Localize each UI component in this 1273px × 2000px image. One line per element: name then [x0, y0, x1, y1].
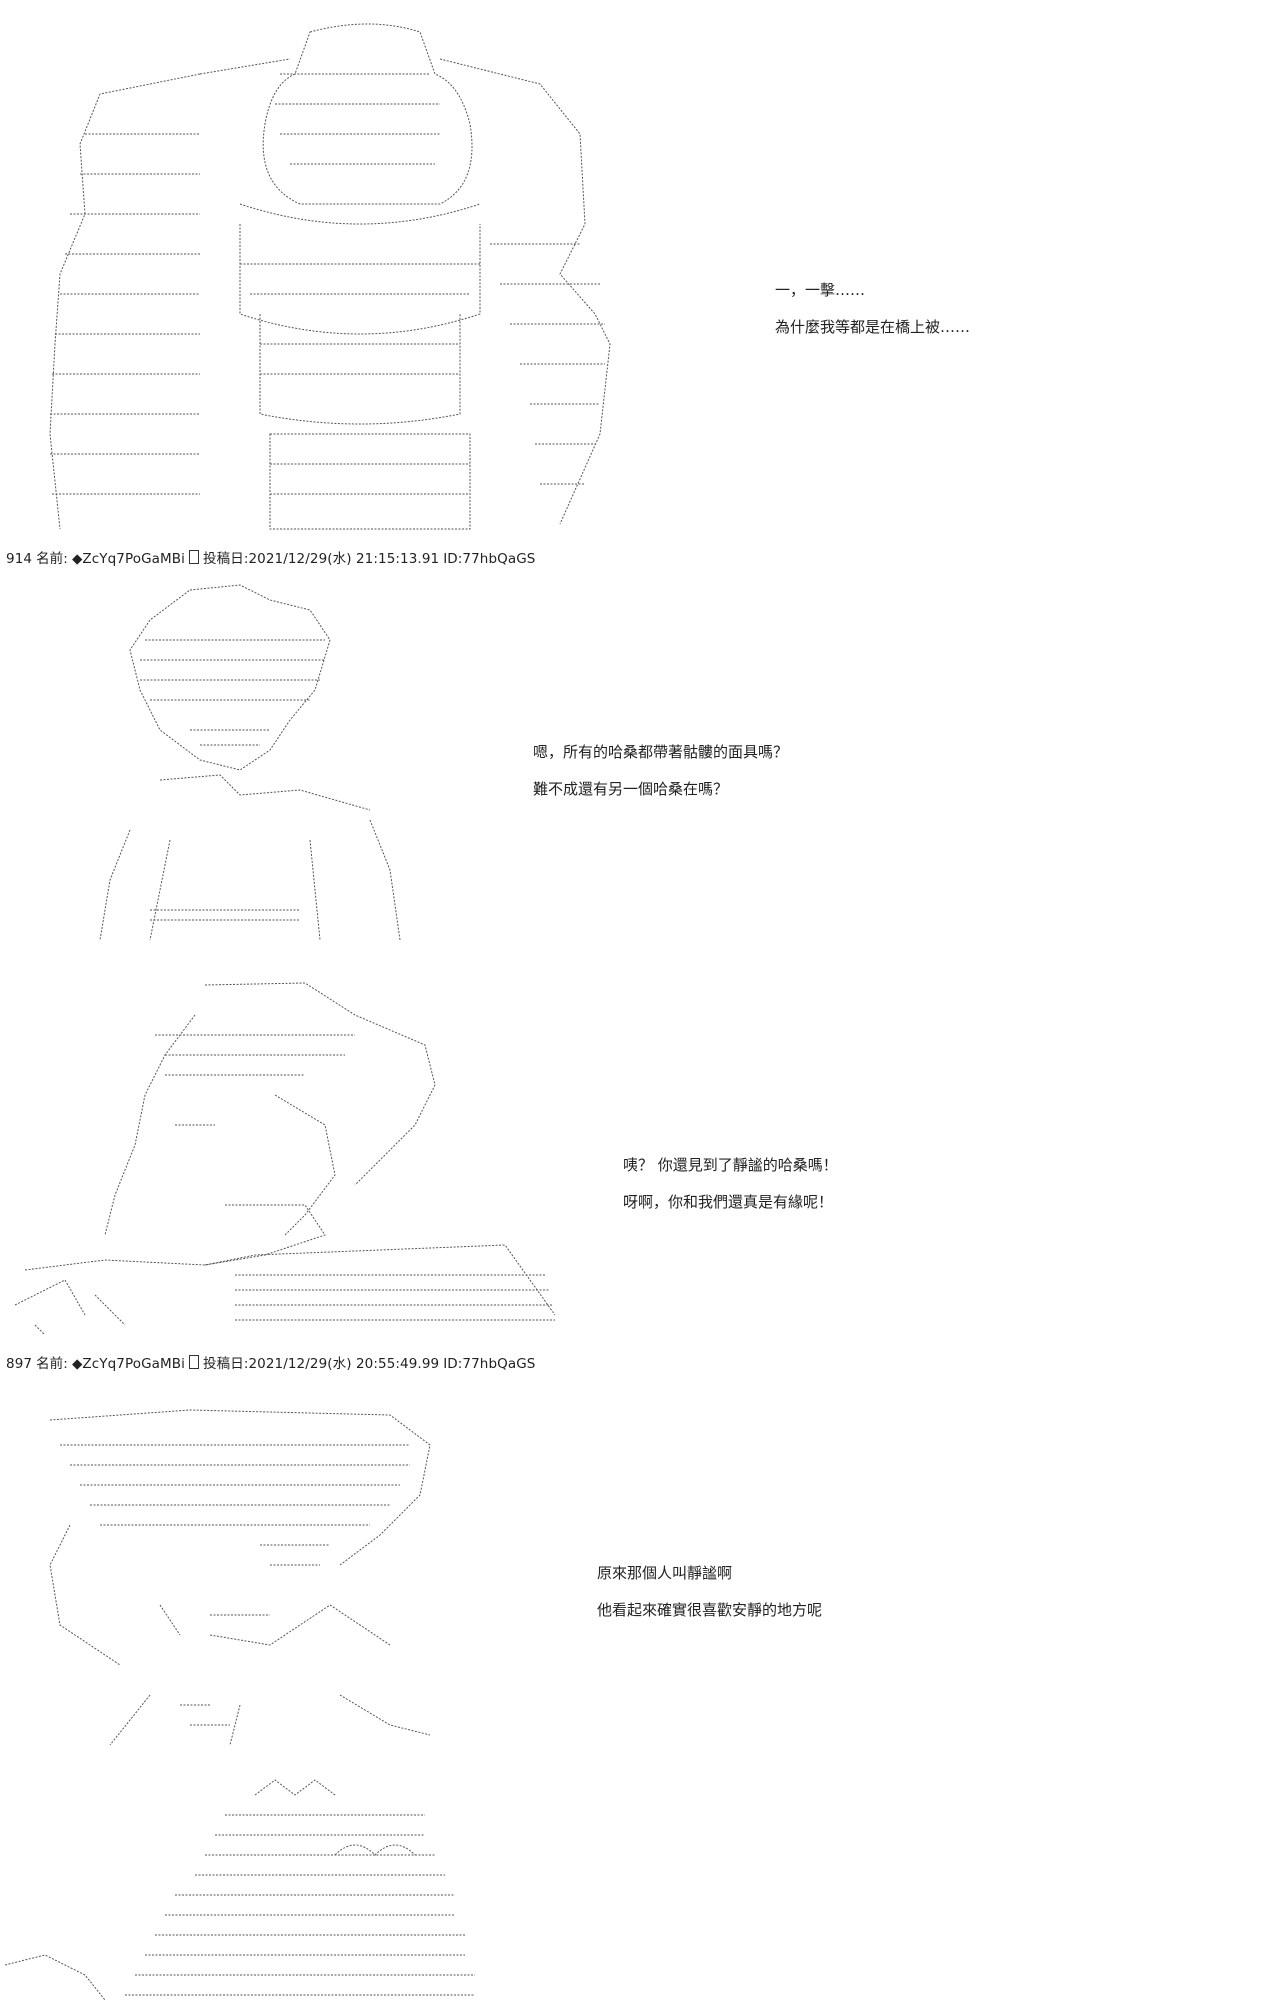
post-tripcode: ◆ZcYq7PoGaMBi: [71, 551, 186, 567]
post-user-id: ID:77hbQaGS: [443, 1356, 536, 1372]
dialogue-line: 為什麼我等都是在橋上被……: [775, 318, 971, 336]
post-date: 投稿日:2021/12/29(水) 21:15:13.91: [203, 551, 440, 567]
post-tripcode: ◆ZcYq7PoGaMBi: [71, 1356, 186, 1372]
dialogue-line: 嗯，所有的哈桑都帶著骷髏的面具嗎？: [533, 743, 789, 761]
post-date: 投稿日:2021/12/29(水) 20:55:49.99: [203, 1356, 440, 1372]
post-name-label: 名前:: [36, 1356, 68, 1372]
post-user-id: ID:77hbQaGS: [443, 551, 536, 567]
dialogue-line: 呀啊，你和我們還真是有緣呢！: [623, 1193, 834, 1211]
panel-1: 一，一擊…… 為什麼我等都是在橋上被……: [0, 0, 1273, 540]
missing-glyph-icon: [189, 1355, 200, 1369]
dialogue-1: 一，一擊…… 為什麼我等都是在橋上被……: [775, 280, 970, 354]
dialogue-line: 一，一擊……: [775, 281, 866, 299]
ascii-art-hooded-figure: [5, 975, 565, 1335]
ascii-art-short-hair-character: [70, 580, 410, 950]
ascii-art-muscular-figure: [40, 14, 630, 534]
dialogue-3: 咦？ 你還見到了靜謐的哈桑嗎！ 呀啊，你和我們還真是有緣呢！: [623, 1155, 838, 1229]
post-name-label: 名前:: [36, 551, 68, 567]
dialogue-4: 原來那個人叫靜謐啊 他看起來確實很喜歡安靜的地方呢: [597, 1563, 822, 1637]
dialogue-line: 他看起來確實很喜歡安靜的地方呢: [597, 1601, 823, 1619]
post-number: 914: [6, 551, 33, 567]
dialogue-line: 難不成還有另一個哈桑在嗎？: [533, 780, 729, 798]
dialogue-line: 咦？ 你還見到了靜謐的哈桑嗎！: [623, 1156, 838, 1174]
panel-4: 原來那個人叫靜謐啊 他看起來確實很喜歡安靜的地方呢: [0, 1405, 1273, 1755]
missing-glyph-icon: [189, 550, 200, 564]
panel-3: 咦？ 你還見到了靜謐的哈桑嗎！ 呀啊，你和我們還真是有緣呢！: [0, 975, 1273, 1335]
ascii-art-hooded-character: [10, 1405, 450, 1745]
panel-2: 嗯，所有的哈桑都帶著骷髏的面具嗎？ 難不成還有另一個哈桑在嗎？: [0, 575, 1273, 955]
dialogue-line: 原來那個人叫靜謐啊: [597, 1564, 733, 1582]
ascii-art-crested-figure: [5, 1775, 485, 2000]
post-number: 897: [6, 1356, 33, 1372]
panel-5: [0, 1770, 1273, 2000]
dialogue-2: 嗯，所有的哈桑都帶著骷髏的面具嗎？ 難不成還有另一個哈桑在嗎？: [533, 742, 788, 816]
